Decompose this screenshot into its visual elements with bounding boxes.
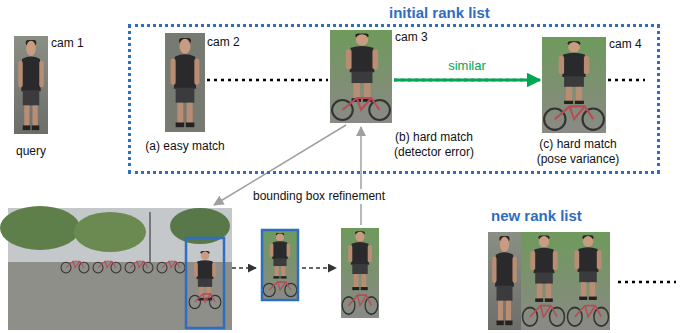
dashed-arrow <box>232 267 256 269</box>
easy-match-photo <box>165 33 205 132</box>
camera-label: cam 4 <box>609 37 642 52</box>
match-image: cam 2(a) easy match <box>165 33 205 132</box>
continuation-dots <box>618 281 676 284</box>
new-rank-photos <box>488 232 610 330</box>
image-caption: query <box>16 144 46 159</box>
camera-label: cam 1 <box>51 36 84 51</box>
camera-label: cam 2 <box>207 35 240 50</box>
list-heading: new rank list <box>488 207 585 225</box>
image-caption: (a) easy match <box>133 139 237 154</box>
scene-photo <box>0 206 232 330</box>
match-image: cam 4(c) hard match (pose variance) <box>542 37 606 133</box>
detector-error-photo <box>330 30 392 123</box>
query-image: cam 1query <box>14 36 48 134</box>
dashed-arrow <box>302 267 336 269</box>
match-image: cam 3(b) hard match (detector error) <box>330 30 392 123</box>
refined-crop <box>262 230 298 300</box>
edge-label: similar <box>445 59 489 73</box>
box-heading: initial rank list <box>386 4 493 22</box>
query-photo <box>14 36 48 134</box>
final-crop <box>341 228 379 318</box>
refinement-arrow <box>360 127 362 225</box>
rank-list-box: initial rank listcam 2(a) easy matchcam … <box>128 24 660 174</box>
image-caption: (c) hard match (pose variance) <box>524 137 632 167</box>
camera-label: cam 3 <box>395 30 428 45</box>
similarity-arrow <box>394 79 540 82</box>
step-label: bounding box refinement <box>250 189 388 204</box>
image-caption: (b) hard match (detector error) <box>380 130 488 160</box>
pose-variance-photo <box>542 37 606 133</box>
